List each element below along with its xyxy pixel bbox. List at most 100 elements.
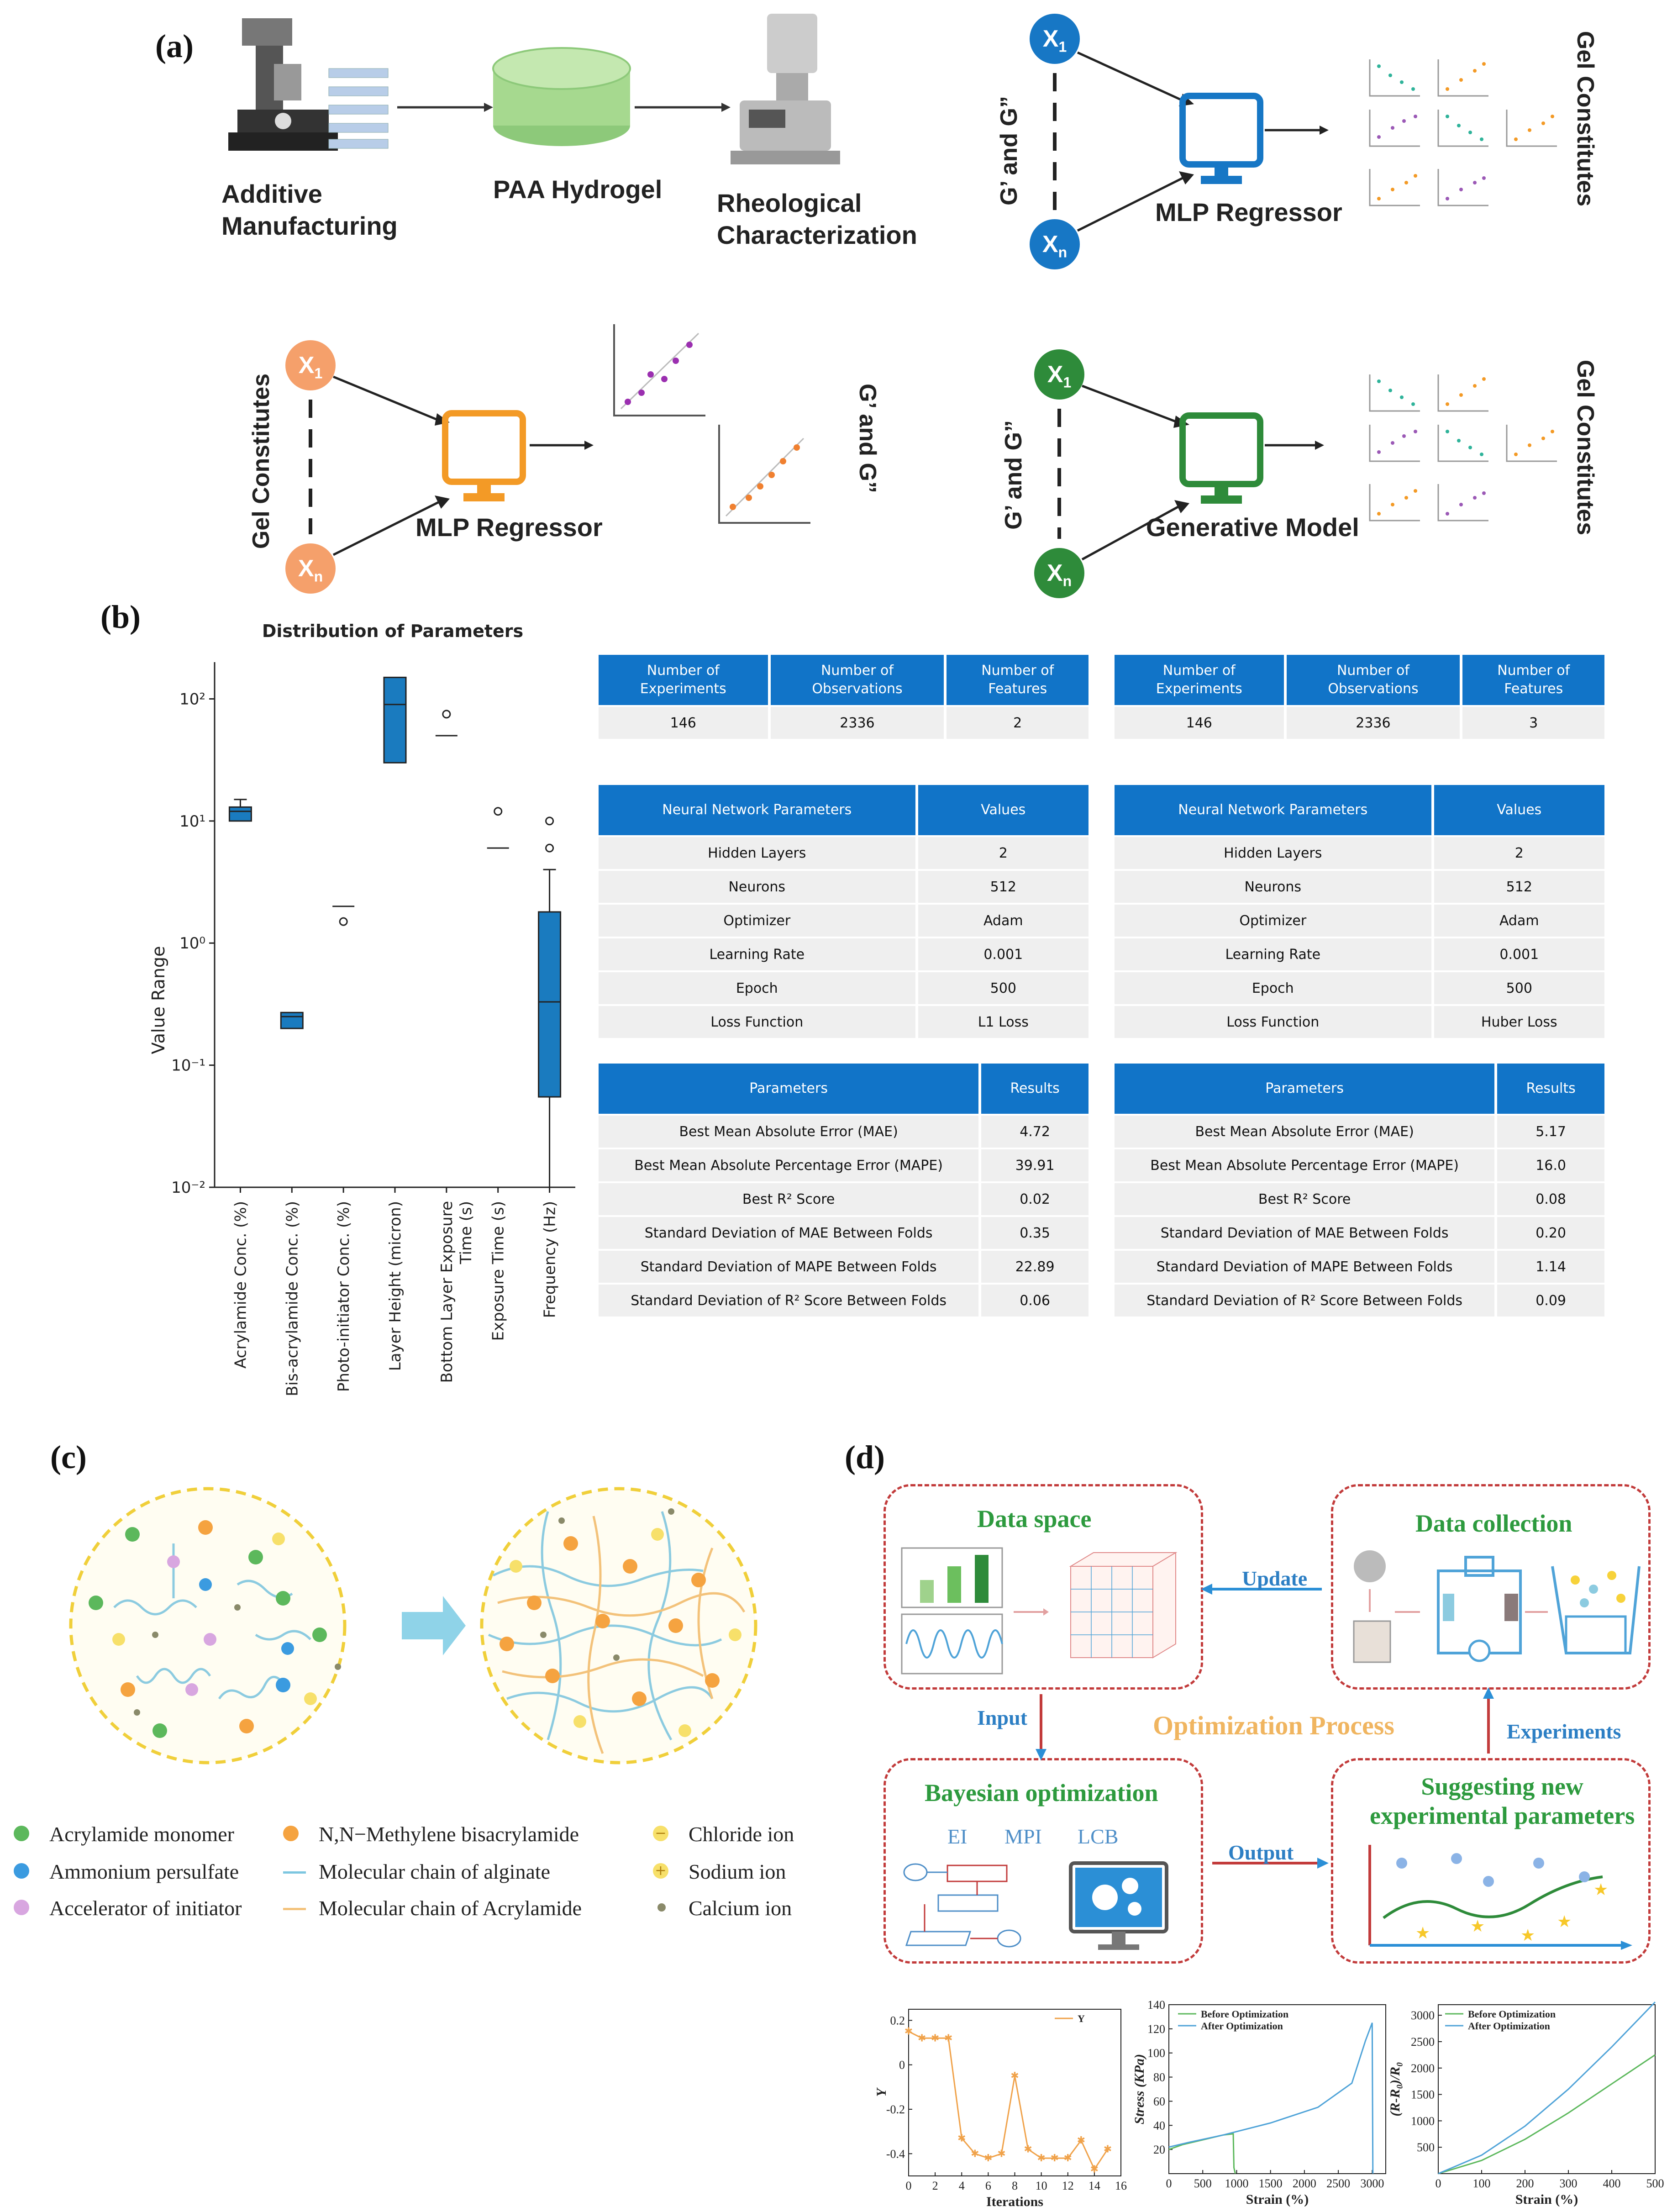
- scatter-plot-orange: [718, 425, 810, 524]
- input-label: Input: [977, 1706, 1027, 1729]
- table-cell: 16.0: [1497, 1149, 1604, 1181]
- legend-label: Molecular chain of alginate: [319, 1860, 551, 1883]
- data-point: ✱: [971, 2148, 979, 2159]
- hydrogel-network-diagram: [69, 1487, 757, 1764]
- x-tick-label: Exposure Time (s): [489, 1201, 508, 1341]
- chart-title: Distribution of Parameters: [262, 621, 523, 641]
- legend-marker: [14, 1863, 29, 1879]
- table-cell: 0.09: [1497, 1285, 1604, 1317]
- data-point: ✱: [944, 2032, 952, 2043]
- legend-label: Sodium ion: [689, 1860, 786, 1883]
- node-x1-green: X1: [1047, 361, 1072, 391]
- table-cell: Learning Rate: [599, 938, 915, 970]
- x-tick-label: 0: [1166, 2177, 1172, 2190]
- data-point: ✱: [1090, 2163, 1099, 2175]
- outlier: [545, 816, 554, 826]
- table-cell: Best R² Score: [1115, 1183, 1495, 1215]
- panel-a-graphics: [228, 14, 1557, 598]
- table-cell: Epoch: [1115, 972, 1431, 1004]
- y-tick-label: 10⁻¹: [171, 1057, 205, 1075]
- legend-label: Calcium ion: [689, 1896, 792, 1920]
- x-tick-label: 0: [906, 2179, 912, 2192]
- data-point: ✱: [918, 2032, 926, 2043]
- y-tick-label: 10¹: [179, 812, 205, 831]
- y-tick-label: -0.4: [886, 2147, 905, 2160]
- outlier: [442, 710, 451, 719]
- series-line: [908, 2031, 1109, 2171]
- table-cell: Standard Deviation of MAE Between Folds: [1115, 1217, 1495, 1249]
- experiments-label: Experiments: [1507, 1720, 1621, 1743]
- y-tick-label: 2000: [1411, 2062, 1435, 2075]
- x-tick-label: 10: [1036, 2179, 1047, 2192]
- x-tick-label: 500: [1646, 2177, 1664, 2190]
- data-point: ✱: [957, 2132, 966, 2144]
- series-line: [1168, 2022, 1374, 2174]
- panel-label-a: (a): [155, 28, 194, 64]
- table-cell: Standard Deviation of MAPE Between Folds: [1115, 1251, 1495, 1283]
- x-tick-label: Time (s): [457, 1201, 475, 1264]
- legend-label: N,N−Methylene bisacrylamide: [319, 1822, 579, 1846]
- output-label: Output: [1228, 1841, 1294, 1864]
- table-cell: 39.91: [981, 1149, 1089, 1181]
- table-cell: 146: [599, 707, 768, 739]
- scatter-plot-purple: [613, 324, 705, 416]
- data-space-box: [883, 1484, 1203, 1690]
- table-header: Neural Network Parameters: [599, 785, 915, 835]
- data-collection-title: Data collection: [1415, 1510, 1572, 1537]
- legend-label: Chloride ion: [689, 1822, 794, 1846]
- legend-marker: [283, 1908, 306, 1910]
- hydrogel-icon: [492, 47, 631, 146]
- node-x1-orange: X1: [298, 352, 323, 382]
- bayesian-title: Bayesian optimization: [925, 1779, 1158, 1806]
- table-cell: Huber Loss: [1434, 1006, 1604, 1038]
- box: [383, 676, 407, 764]
- data-point: ✱: [1077, 2134, 1085, 2146]
- table-cell: Adam: [1434, 905, 1604, 937]
- svg-text:★: ★: [1470, 1917, 1485, 1935]
- x-tick-label: 200: [1516, 2177, 1534, 2190]
- data-point: ✱: [1024, 2144, 1032, 2155]
- table-cell: Optimizer: [599, 905, 915, 937]
- legend-label: Y: [1078, 2013, 1085, 2024]
- data-point: ✱: [997, 2148, 1005, 2159]
- table-cell: 512: [918, 871, 1089, 903]
- svg-text:★: ★: [1415, 1923, 1430, 1942]
- legend-marker: −: [653, 1826, 668, 1841]
- table-cell: Adam: [918, 905, 1089, 937]
- y-tick-label: 20: [1153, 2143, 1165, 2156]
- suggesting-plot-icon: ★★ ★★★: [1368, 1845, 1632, 1950]
- optimization-process-label: Optimization Process: [1153, 1711, 1394, 1740]
- legend-marker: +: [653, 1863, 668, 1879]
- y-axis-label: Stress (KPa): [1132, 2054, 1147, 2124]
- x-axis-label: Iterations: [986, 2194, 1043, 2209]
- svg-text:★: ★: [1557, 1912, 1572, 1931]
- x-axis-label: Strain (%): [1515, 2192, 1578, 2207]
- legend-label: Acrylamide monomer: [49, 1822, 234, 1846]
- table-cell: 3: [1462, 707, 1604, 739]
- table-cell: Best Mean Absolute Percentage Error (MAP…: [599, 1149, 979, 1181]
- g-label-top-left: G’ and G”: [995, 96, 1022, 205]
- table-header: Results: [981, 1064, 1089, 1114]
- mlp-regressor-label-bottom: MLP Regressor: [415, 513, 603, 542]
- x-tick-label: 3000: [1360, 2177, 1384, 2190]
- rheometer-icon: [731, 14, 840, 164]
- update-label: Update: [1242, 1567, 1308, 1590]
- table-cell: Neurons: [599, 871, 915, 903]
- node-x1-top: X1: [1042, 26, 1067, 55]
- x-tick-label: 2000: [1293, 2177, 1316, 2190]
- table-cell: 500: [918, 972, 1089, 1004]
- data-point: ✱: [1050, 2152, 1058, 2164]
- table-cell: Best R² Score: [599, 1183, 979, 1215]
- table-cell: 146: [1115, 707, 1284, 739]
- table-header: Number of Experiments: [1115, 655, 1284, 705]
- data-point: ✱: [1064, 2152, 1072, 2164]
- data-point: ✱: [1010, 2070, 1019, 2081]
- legend-marker: [14, 1900, 29, 1915]
- gel-label-top-right: Gel Constitutes: [1572, 31, 1599, 207]
- data-point: ✱: [904, 2026, 913, 2037]
- x-tick-label: 2500: [1326, 2177, 1350, 2190]
- table-cell: Best Mean Absolute Error (MAE): [599, 1116, 979, 1148]
